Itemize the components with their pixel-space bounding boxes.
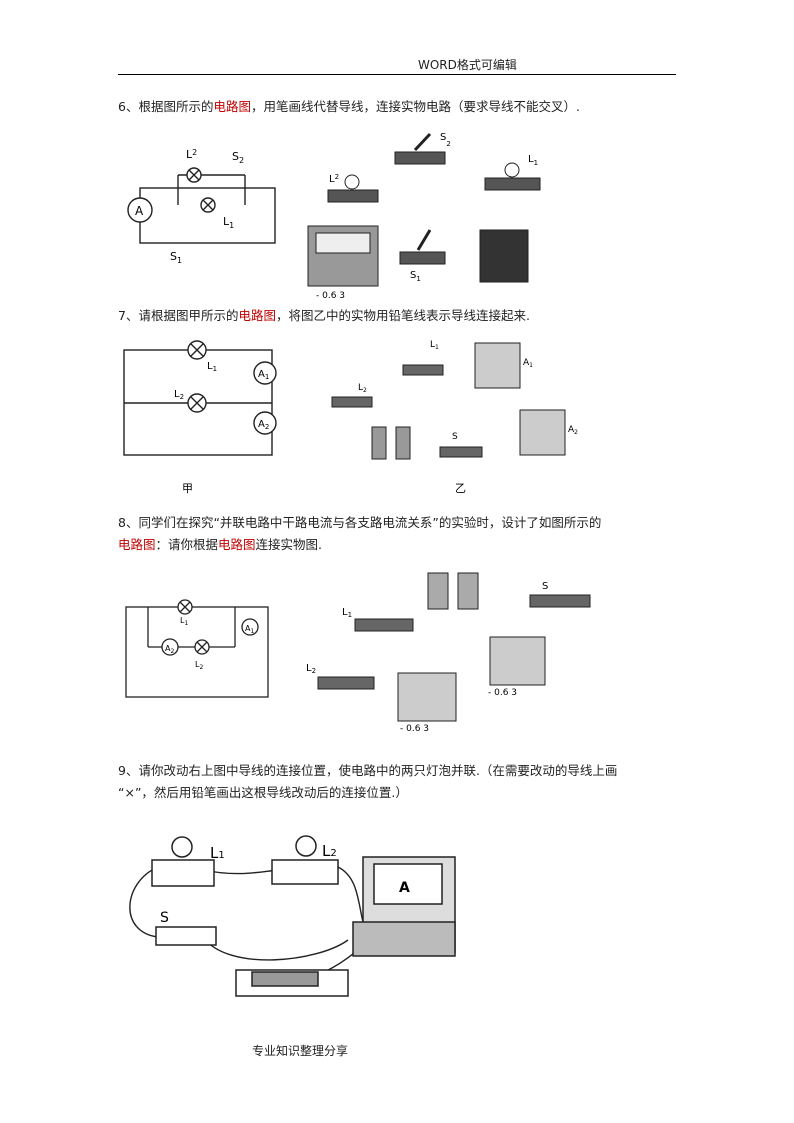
- q6-post: ，用笔画线代替导线，连接实物电路（要求导线不能交叉）.: [250, 99, 580, 114]
- q8-switch-icon: [529, 594, 591, 608]
- q7-ammeter-a2-icon: [519, 409, 566, 456]
- q8-comp-l1-label: L1: [342, 607, 352, 619]
- q8-a1-label: A1: [245, 624, 254, 635]
- q7-comp-l2-label: L2: [358, 383, 367, 394]
- page-footer: 专业知识整理分享: [252, 1044, 349, 1058]
- q9-bulb-l1-board: [151, 859, 215, 887]
- q7-ammeter-a1-icon: [474, 342, 521, 389]
- q7-link-circuit-diagram[interactable]: 电路图: [238, 308, 276, 323]
- q6-pre: 6、根据图所示的: [118, 99, 214, 114]
- q9-switch-board: [155, 926, 217, 946]
- q7-l1-label: L1: [207, 361, 217, 373]
- q8-pre: 8、同学们在探究“并联电路中干路电流与各支路电流关系”的实验时，设计了如图所示的: [118, 515, 602, 530]
- q8-a2-label: A2: [165, 644, 174, 655]
- q7-bulb-l1-icon: [402, 364, 444, 376]
- question-9-text: 9、请你改动右上图中导线的连接位置，使电路中的两只灯泡并联.（在需要改动的导线上…: [118, 760, 678, 804]
- q7-figure: L1 L2 A1 A2 甲 L1 L2 A1 A2 S 乙: [123, 340, 578, 495]
- q6-l1-label: L1: [223, 215, 234, 230]
- header-title: WORD格式可编辑: [418, 58, 517, 72]
- q8-bulb-l2-icon: [317, 676, 375, 690]
- q6-l2-label: L2: [186, 148, 197, 161]
- question-6-text: 6、根据图所示的电路图，用笔画线代替导线，连接实物电路（要求导线不能交叉）.: [118, 96, 678, 118]
- q7-switch-icon: [439, 446, 483, 458]
- q6-figure: A L2 S2 L1 S1 L2 S2 L1 S1 - 0.6 3: [127, 132, 541, 300]
- q8-link-circuit-diagram-2[interactable]: 电路图: [218, 537, 256, 552]
- q9-figure: L1 L2 S A: [129, 835, 456, 997]
- q6-ammeter-label: A: [135, 204, 144, 218]
- q9-ammeter-label: A: [399, 880, 410, 896]
- q8-l1-label: L1: [180, 616, 188, 627]
- q8-link-circuit-diagram-1[interactable]: 电路图: [118, 537, 156, 552]
- q6-comp-l2-label: L2: [329, 173, 339, 185]
- q7-bulb-l2-icon: [331, 396, 373, 408]
- q9-line1: 9、请你改动右上图中导线的连接位置，使电路中的两只灯泡并联.（在需要改动的导线上…: [118, 763, 618, 778]
- q6-link-circuit-diagram[interactable]: 电路图: [213, 99, 251, 114]
- q7-yi-label: 乙: [455, 482, 466, 495]
- q7-a1-label: A1: [258, 369, 269, 381]
- q7-comp-a2-label: A2: [568, 425, 578, 436]
- q7-battery-icon: [371, 426, 387, 460]
- q6-comp-l1-label: L1: [528, 154, 538, 167]
- q8-battery-icon: [427, 572, 449, 610]
- question-8-text: 8、同学们在探究“并联电路中干路电流与各支路电流关系”的实验时，设计了如图所示的…: [118, 512, 678, 556]
- q8-mid: ：请你根据: [155, 537, 219, 552]
- q8-comp-s-label: S: [542, 581, 548, 592]
- q7-l2-label: L2: [174, 389, 184, 401]
- q6-s2-label: S2: [232, 150, 244, 165]
- q7-jia-label: 甲: [182, 482, 193, 495]
- q7-comp-l1-label: L1: [430, 340, 439, 351]
- q6-bulb-l2-icon: [327, 189, 379, 203]
- q9-l2-label: L2: [322, 842, 337, 860]
- q7-comp-a1-label: A1: [523, 358, 533, 369]
- q6-meter-scale: - 0.6 3: [316, 291, 345, 300]
- q7-pre: 7、请根据图甲所示的: [118, 308, 239, 323]
- q9-line2: “×”，然后用铅笔画出这根导线改动后的连接位置.）: [118, 785, 408, 800]
- q8-ammeter-a1-icon: [489, 636, 546, 686]
- q8-l2-label: L2: [195, 660, 203, 671]
- q6-battery-icon: [479, 229, 529, 283]
- q7-a2-label: A2: [258, 419, 269, 431]
- q6-comp-s2-label: S2: [440, 132, 451, 148]
- q9-bulb-l2-board: [271, 859, 339, 885]
- q6-bulb-l1-icon: [484, 177, 541, 191]
- q6-comp-s1-label: S1: [410, 270, 421, 283]
- q6-switch-s2-icon: [394, 151, 446, 165]
- q9-l1-label: L1: [210, 844, 225, 862]
- q8-meter-scale-1: - 0.6 3: [488, 688, 517, 698]
- q8-ammeter-a2-icon: [397, 672, 457, 722]
- page-header: WORD格式可编辑: [118, 56, 676, 75]
- q6-switch-s1-icon: [399, 251, 446, 265]
- q8-figure: L1 L2 A2 A1 S L1 L2 - 0.6 3 - 0.6 3: [125, 572, 591, 734]
- q9-s-label: S: [160, 910, 169, 926]
- q6-s1-label: S1: [170, 250, 182, 265]
- q8-post: 连接实物图.: [255, 537, 323, 552]
- q8-bulb-l1-icon: [354, 618, 414, 632]
- q7-post: ，将图乙中的实物用铅笔线表示导线连接起来.: [275, 308, 530, 323]
- question-7-text: 7、请根据图甲所示的电路图，将图乙中的实物用铅笔线表示导线连接起来.: [118, 305, 678, 327]
- q8-comp-l2-label: L2: [306, 663, 316, 675]
- q8-meter-scale-2: - 0.6 3: [400, 724, 429, 734]
- q7-comp-s-label: S: [452, 432, 458, 442]
